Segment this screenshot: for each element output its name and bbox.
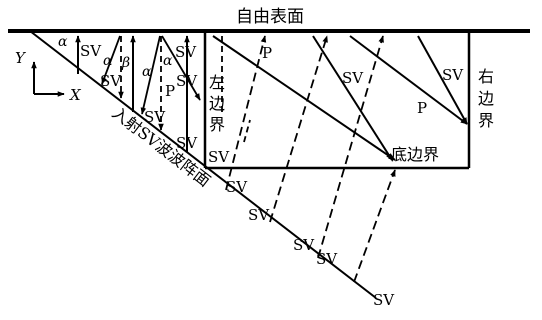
p-label: P <box>165 82 175 100</box>
right-boundary-char: 右 <box>478 67 494 86</box>
x-axis-label: X <box>69 86 82 104</box>
right-boundary-char: 界 <box>478 111 494 130</box>
right-boundary-char: 边 <box>478 89 494 108</box>
sv-ray-solid <box>312 35 393 161</box>
sv-label: SV <box>248 206 270 224</box>
free-surface-label: 自由表面 <box>236 7 304 27</box>
sv-label: SV <box>293 236 315 254</box>
reflected-ray <box>101 35 121 85</box>
reflected-p-ray <box>161 35 201 101</box>
bottom-boundary-label: 底边界 <box>391 145 439 164</box>
sv-label: SV <box>208 148 230 166</box>
sv-label: SV <box>316 250 338 268</box>
p-label: P <box>262 44 272 62</box>
angle-alpha-label: α <box>142 64 152 80</box>
sv-label: SV <box>342 69 364 87</box>
angle-alpha-label: α <box>103 53 113 69</box>
sv-ray-dashed <box>269 35 328 223</box>
sv-label: SV <box>176 134 198 152</box>
angle-beta-label: β <box>121 55 130 71</box>
sv-label: SV <box>176 72 198 90</box>
sv-label: SV <box>80 42 102 60</box>
sv-ray-solid <box>417 35 468 125</box>
sv-ray-dashed <box>225 35 267 191</box>
left-boundary-char: 界 <box>209 115 225 134</box>
sv-label: SV <box>144 108 166 126</box>
sv-label: SV <box>175 43 197 61</box>
sv-ray-dashed <box>353 169 396 283</box>
sv-ray-dashed <box>243 119 251 143</box>
left-boundary-char: 边 <box>209 94 225 113</box>
left-boundary-char: 左 <box>209 73 225 92</box>
sv-label: SV <box>373 291 395 309</box>
p-label: P <box>417 99 427 117</box>
p-ray-solid <box>349 35 468 125</box>
y-axis-label: Y <box>15 49 27 67</box>
incident-wavefront-line <box>29 30 377 299</box>
sv-label: SV <box>442 66 464 84</box>
p-ray-solid <box>212 35 396 161</box>
sv-ray-dashed <box>317 35 384 259</box>
angle-alpha-label: α <box>58 34 68 50</box>
sv-label: SV <box>100 72 122 90</box>
reflected-ray <box>140 35 161 115</box>
sv-label: SV <box>226 178 248 196</box>
angle-alpha-label: α <box>163 53 173 69</box>
